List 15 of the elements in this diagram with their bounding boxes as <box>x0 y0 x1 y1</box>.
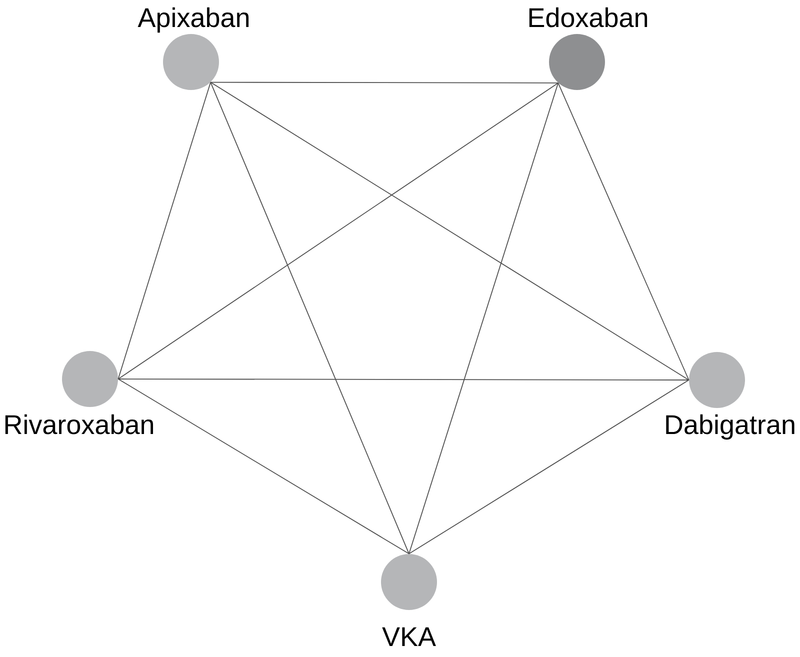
connecting-line <box>118 82 212 380</box>
connecting-line <box>118 378 690 380</box>
connecting-line <box>210 82 410 554</box>
connecting-line <box>118 378 410 554</box>
connecting-line <box>210 82 690 380</box>
connecting-line <box>118 82 559 380</box>
node-label: Edoxaban <box>529 7 648 28</box>
connecting-line <box>408 380 690 554</box>
connecting-line <box>408 82 559 554</box>
node-label: Dabigatran <box>666 414 794 440</box>
connecting-line <box>210 82 559 84</box>
connecting-line <box>558 82 690 380</box>
node-label: Rivaroxaban <box>5 414 154 434</box>
node-label: VKA <box>382 627 436 646</box>
node-label: Apixaban <box>138 7 249 33</box>
